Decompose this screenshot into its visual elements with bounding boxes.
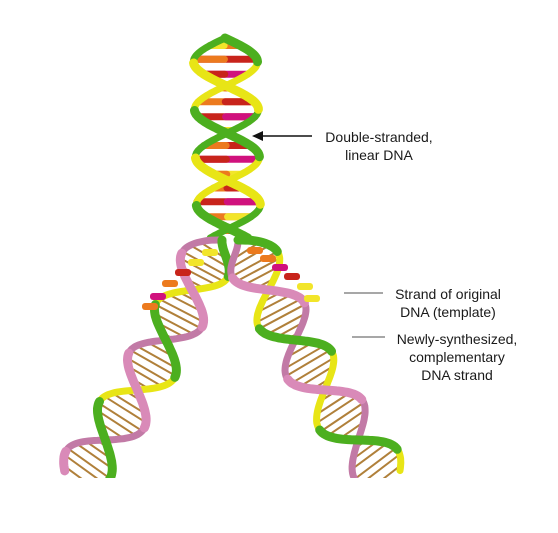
base-pair <box>158 298 205 323</box>
top-helix-strands <box>189 33 265 243</box>
base-pair <box>179 257 226 283</box>
label-line: DNA strand <box>421 367 493 383</box>
label-line: Strand of original <box>395 286 501 302</box>
base-pair <box>319 401 365 433</box>
label-double-stranded-dna: Double-stranded, linear DNA <box>306 128 452 164</box>
base-pair <box>111 392 147 415</box>
unpaired-base <box>202 249 218 256</box>
left-fork-strands <box>59 235 234 478</box>
base-pair <box>153 312 195 336</box>
base-pair <box>230 244 271 269</box>
label-line: DNA (template) <box>400 304 496 320</box>
base-pair <box>189 244 231 269</box>
unpaired-base <box>142 303 158 310</box>
base-pair <box>154 303 203 330</box>
unpaired-base <box>272 264 288 271</box>
base-pair <box>126 357 171 384</box>
unpaired-base <box>175 269 191 276</box>
base-pair <box>258 303 307 330</box>
base-pair <box>285 348 332 378</box>
right-fork-strands <box>227 235 405 478</box>
base-pair <box>66 447 111 478</box>
label-line: Double-stranded, <box>325 129 433 145</box>
unpaired-base <box>247 247 263 254</box>
base-pair <box>326 409 367 437</box>
base-pair <box>129 349 177 377</box>
right-fork-base-pairs <box>230 239 402 478</box>
base-pair <box>315 391 351 416</box>
label-template-strand: Strand of original DNA (template) <box>378 285 518 321</box>
double-strand-arrow <box>252 131 312 141</box>
strand-segment <box>190 33 264 243</box>
base-pair <box>135 344 178 370</box>
base-pair <box>290 356 335 385</box>
label-new-strand: Newly-synthesized, complementary DNA str… <box>378 330 536 384</box>
base-pair <box>96 409 137 437</box>
base-pair <box>265 312 307 336</box>
base-pair <box>351 441 389 471</box>
unpaired-base <box>188 259 204 266</box>
base-pair <box>367 453 401 478</box>
strand-segment <box>228 273 367 478</box>
base-pair <box>256 297 303 324</box>
base-pair <box>354 446 398 478</box>
base-pair <box>63 453 99 478</box>
unpaired-base <box>162 280 178 287</box>
base-pair <box>103 395 147 424</box>
unpaired-bases-at-fork <box>142 247 320 310</box>
base-pair <box>284 344 326 370</box>
unpaired-base <box>284 273 300 280</box>
unpaired-base <box>150 293 166 300</box>
strand-segment <box>59 248 209 476</box>
base-pair <box>315 395 359 424</box>
base-pair <box>235 257 281 283</box>
base-pair <box>298 365 335 388</box>
label-line: Newly-synthesized, <box>396 331 518 347</box>
strand-segment <box>189 58 265 209</box>
unpaired-base <box>304 295 320 302</box>
left-fork-base-pairs <box>62 239 231 478</box>
base-pair <box>75 442 114 470</box>
strand-segment <box>233 235 402 454</box>
base-pair <box>181 250 230 278</box>
unpaired-base <box>297 283 313 290</box>
unpaired-base <box>260 255 276 262</box>
label-line: complementary <box>409 349 505 365</box>
base-pair <box>97 402 144 432</box>
base-pair <box>382 464 402 478</box>
label-line: linear DNA <box>345 147 413 163</box>
